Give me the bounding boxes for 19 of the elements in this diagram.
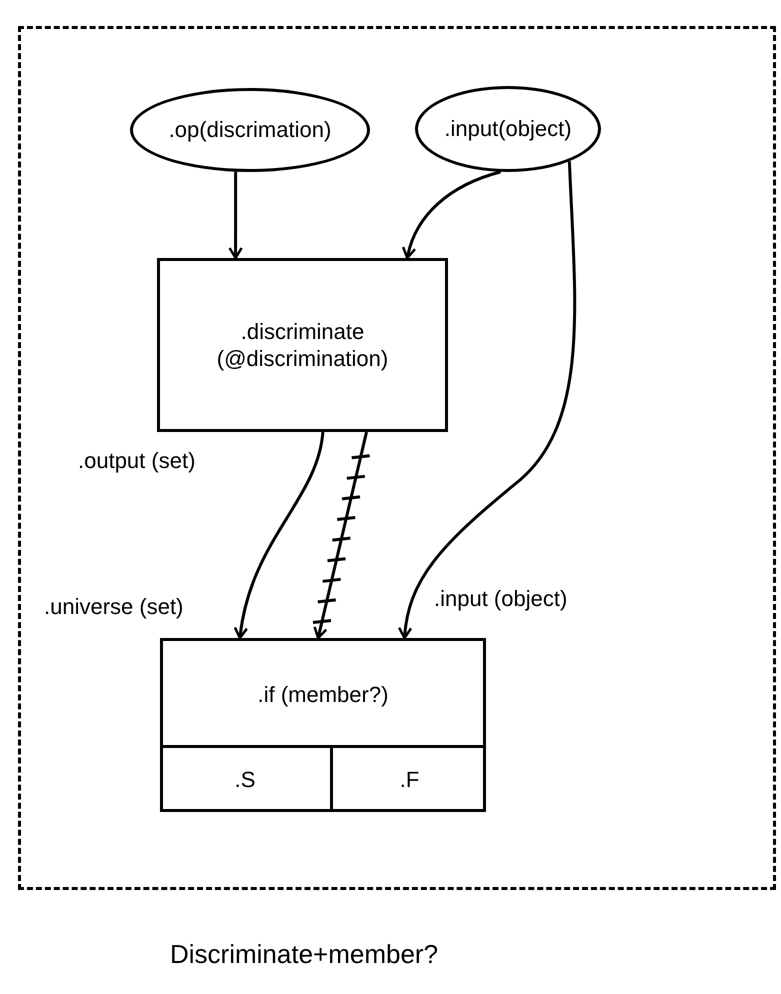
port-label: .output (set) [78, 447, 196, 475]
arrow [228, 172, 243, 260]
node-text: .if (member?) [258, 681, 388, 708]
arrow [398, 161, 576, 640]
port-label: .universe (set) [44, 593, 184, 621]
decision-box [160, 638, 486, 812]
arrow [402, 170, 501, 260]
node-text: .discriminate (@discrimination) [216, 318, 390, 372]
port-label: .input (object) [434, 585, 568, 613]
node-text: .F [400, 766, 420, 794]
outcome-cell [330, 745, 486, 812]
node-text: .S [234, 766, 256, 794]
node-text: .op(discrimation) [168, 116, 332, 144]
node-text: .input(object) [444, 115, 572, 143]
dashed-frame [18, 26, 776, 890]
arrow [234, 432, 324, 640]
hatched-arrow [311, 432, 372, 640]
process-box [157, 258, 448, 432]
caption: Discriminate+member? [170, 938, 438, 971]
